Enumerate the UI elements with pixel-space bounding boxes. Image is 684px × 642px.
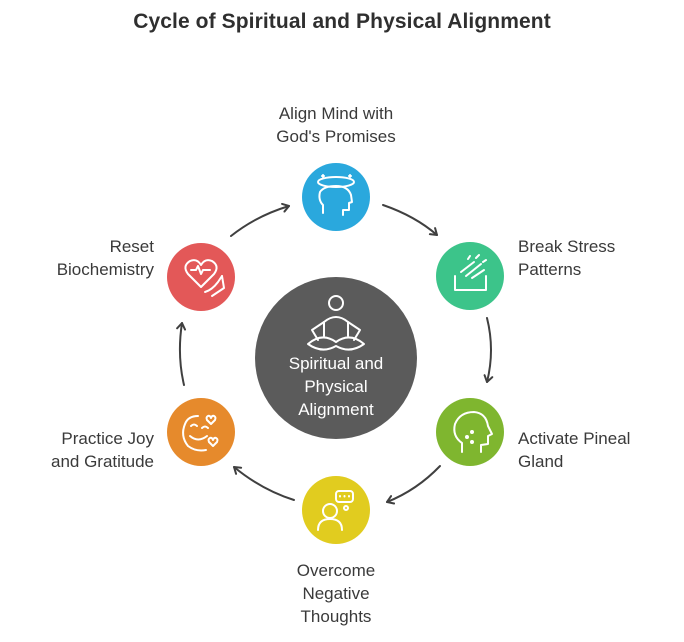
- step-circle-break: [436, 242, 504, 310]
- center-label: Spiritual and Physical Alignment: [257, 352, 415, 421]
- step-label-align: Align Mind with God's Promises: [276, 104, 396, 146]
- heart-hand-icon: [184, 259, 225, 297]
- arrow-overcome-to-joy: [233, 466, 295, 501]
- cycle-arrows: [176, 202, 494, 505]
- step-label-joy: Practice Joy and Gratitude: [50, 429, 154, 471]
- step-circle-align: [302, 163, 370, 231]
- arrow-joy-to-reset: [176, 322, 187, 386]
- step-label-pineal: Activate Pineal Gland: [518, 429, 631, 471]
- meditation-icon: [307, 295, 365, 351]
- center-label-line: Physical: [304, 377, 368, 396]
- arrow-break-to-pineal: [483, 317, 494, 383]
- arrow-pineal-to-overcome: [386, 465, 441, 505]
- head-profile-icon: [453, 411, 493, 453]
- smile-hearts-icon: [182, 414, 219, 452]
- breaking-box-icon: [454, 254, 487, 291]
- step-circle-reset: [167, 243, 235, 311]
- center-label-line: Alignment: [298, 400, 374, 419]
- person-thought-icon: [317, 490, 354, 531]
- arrow-reset-to-align: [230, 202, 290, 237]
- diagram-title: Cycle of Spiritual and Physical Alignmen…: [133, 10, 551, 33]
- arrow-align-to-break: [382, 204, 438, 236]
- mind-head-icon: [317, 174, 355, 216]
- center-label-line: Spiritual and: [288, 354, 384, 373]
- step-circle-joy: [167, 398, 235, 466]
- center-circle: [255, 277, 417, 439]
- step-label-overcome: Overcome Negative Thoughts: [296, 561, 376, 626]
- step-label-reset: Reset Biochemistry: [56, 237, 154, 279]
- step-label-break: Break Stress Patterns: [518, 237, 616, 279]
